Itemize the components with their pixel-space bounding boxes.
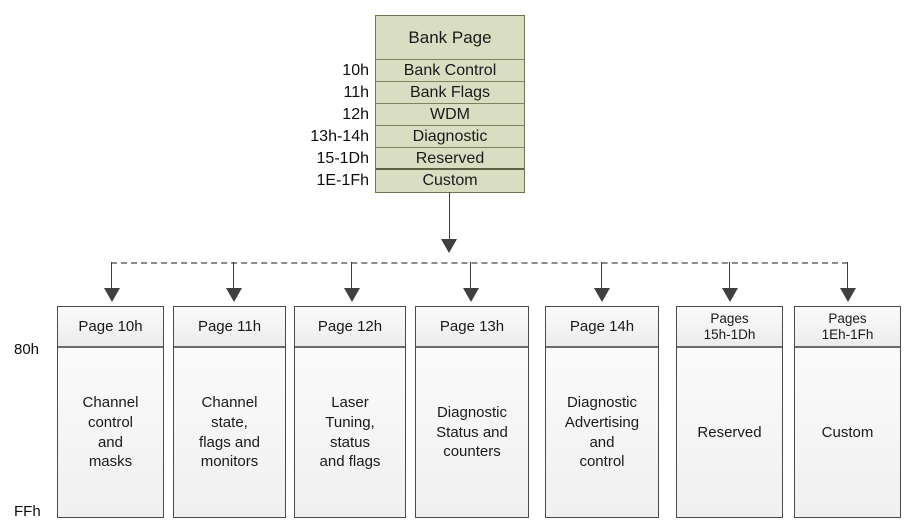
page-box-body-pages-1eh-1fh: Custom	[821, 423, 874, 441]
bank-page-table: Bank Page 10h Bank Control 11h Bank Flag…	[310, 15, 525, 193]
bank-row-bank-flags: 11h Bank Flags	[343, 82, 524, 104]
page-box-header-page-13h: Page 13h	[416, 307, 528, 348]
connector-leg-pages-15h-1dh	[729, 262, 730, 290]
bank-row-bank-control: 10h Bank Control	[342, 60, 524, 82]
connector-leg-page-13h	[470, 262, 471, 290]
bank-row-diagnostic: 13h-14h Diagnostic	[310, 126, 524, 148]
connector-arrow-page-11h	[226, 288, 242, 302]
bank-page-title: Bank Page	[376, 16, 524, 60]
bank-row-label-bank-control: Bank Control	[403, 62, 497, 79]
page-box-header-page-12h: Page 12h	[295, 307, 405, 348]
connector-leg-page-12h	[351, 262, 352, 290]
page-box-header-page-11h: Page 11h	[174, 307, 285, 348]
connector-arrow-page-13h	[463, 288, 479, 302]
connector-arrow-page-14h	[594, 288, 610, 302]
page-box-body-pages-15h-1dh: Reserved	[697, 423, 762, 441]
bank-row-address-10h: 10h	[342, 62, 369, 79]
connector-leg-page-10h	[111, 262, 112, 290]
bank-row-wdm: 12h WDM	[342, 104, 524, 126]
connector-trunk-line	[449, 192, 450, 241]
connector-arrow-page-12h	[344, 288, 360, 302]
bank-row-address-15-1dh: 15-1Dh	[316, 150, 369, 167]
bank-row-label-diagnostic: Diagnostic	[412, 128, 488, 145]
connector-leg-page-11h	[233, 262, 234, 290]
bank-row-label-reserved: Reserved	[415, 150, 485, 167]
connector-bus-dashed-line	[111, 262, 848, 264]
connector-trunk-arrowhead	[441, 239, 457, 253]
connector-arrow-page-10h	[104, 288, 120, 302]
connector-arrow-pages-15h-1dh	[722, 288, 738, 302]
side-label-ffh: FFh	[14, 503, 41, 520]
bank-row-reserved: 15-1Dh Reserved	[317, 148, 524, 170]
connector-leg-page-14h	[601, 262, 602, 290]
connector-leg-pages-1eh-1fh	[847, 262, 848, 290]
connector-arrow-pages-1eh-1fh	[840, 288, 856, 302]
bank-row-address-12h: 12h	[342, 106, 369, 123]
bank-row-label-bank-flags: Bank Flags	[409, 84, 491, 101]
bank-row-address-1e-1fh: 1E-1Fh	[316, 172, 369, 189]
page-box-header-page-10h: Page 10h	[58, 307, 163, 348]
bank-row-label-custom: Custom	[422, 172, 478, 189]
side-label-80h: 80h	[14, 341, 40, 358]
bank-row-custom: 1E-1Fh Custom	[317, 170, 524, 192]
page-box-header-page-14h: Page 14h	[546, 307, 658, 348]
bank-row-address-11h: 11h	[343, 84, 369, 101]
bank-row-address-13h-14h: 13h-14h	[310, 128, 369, 145]
bank-row-label-wdm: WDM	[430, 106, 470, 123]
